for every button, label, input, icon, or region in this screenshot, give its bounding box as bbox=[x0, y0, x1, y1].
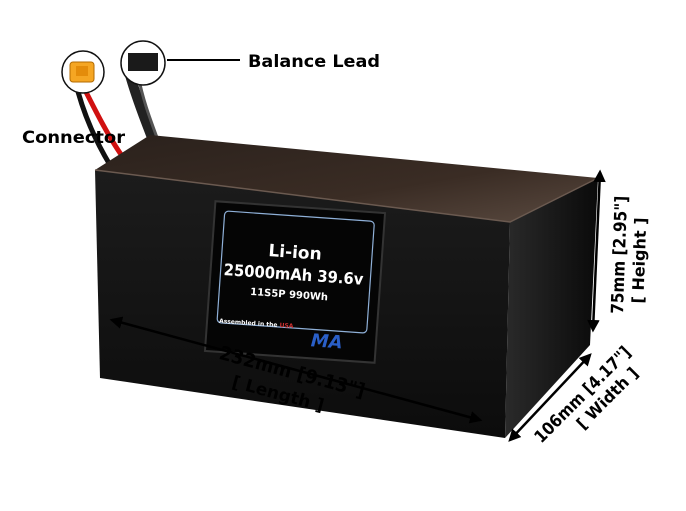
balance-lead-callout: Balance Lead bbox=[120, 40, 380, 86]
height-dimension: 75mm [2.95"] [ Height ] bbox=[587, 169, 650, 333]
connector-callout: Connector bbox=[22, 50, 126, 148]
height-value: 75mm [2.95"] bbox=[608, 196, 632, 315]
balance-lead-label: Balance Lead bbox=[248, 52, 380, 72]
height-name: [ Height ] bbox=[628, 217, 650, 304]
label-chemistry: Li-ion bbox=[268, 241, 323, 265]
connector-label: Connector bbox=[22, 128, 126, 148]
product-label: Li-ion 25000mAh 39.6v 11S5P 990Wh Assemb… bbox=[203, 200, 387, 364]
label-config-energy: 11S5P 990Wh bbox=[250, 287, 328, 303]
battery-top-face bbox=[95, 135, 598, 222]
balance-plug-icon bbox=[128, 53, 158, 71]
maxamps-logo: MA bbox=[310, 330, 343, 353]
